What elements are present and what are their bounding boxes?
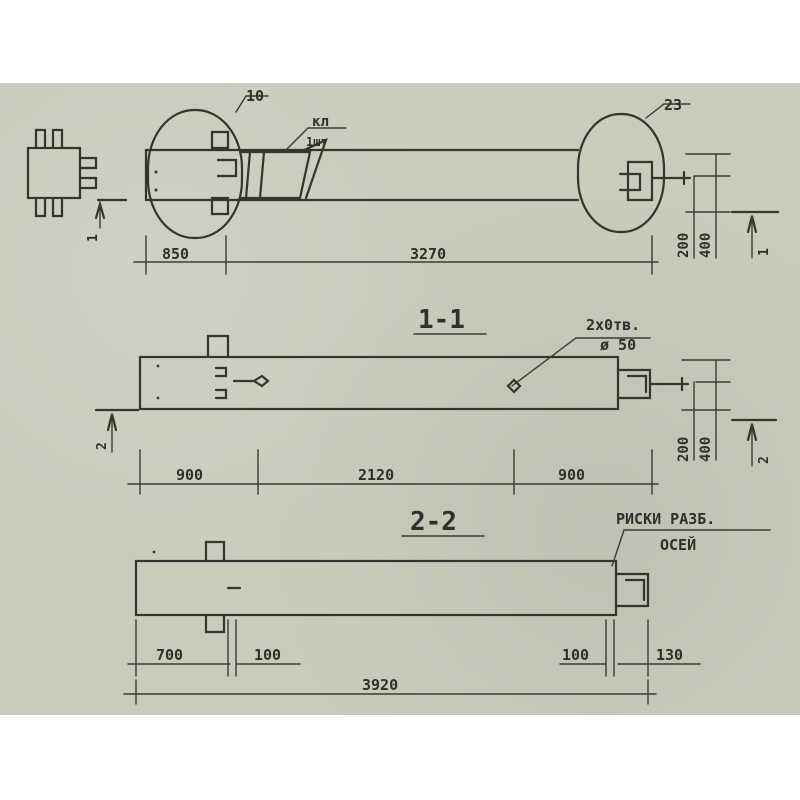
section-marker-2-right: 2 [757, 456, 772, 464]
dim-top-h1: 200 [676, 233, 692, 258]
section-2-2: 2-2 РИСКИ РАЗБ. ОСЕЙ 700 100 100 130 392… [123, 507, 771, 705]
dim-top-h2: 400 [698, 233, 714, 258]
dim-s1-c: 900 [558, 466, 585, 484]
dim-s1-a: 900 [176, 466, 203, 484]
section-marker-1-right: 1 [757, 248, 772, 256]
callout-23: 23 [664, 96, 682, 114]
callout-part: кл [312, 114, 329, 130]
note-line-1: РИСКИ РАЗБ. [616, 510, 715, 528]
top-view: 10 кл 1шт 23 200 400 1 850 3270 [133, 87, 780, 275]
dim-s2-total: 3920 [362, 676, 398, 694]
dim-s1-h2: 400 [698, 437, 714, 462]
callout-10: 10 [246, 87, 264, 105]
drawing-sheet [0, 83, 800, 715]
dim-s2-a: 700 [156, 646, 183, 664]
section-marker-1-left: 1 [86, 234, 101, 242]
holes-diameter: ø 50 [600, 336, 636, 354]
dim-top-a: 850 [162, 245, 189, 263]
end-view: 1 [26, 128, 128, 242]
dim-s1-b: 2120 [358, 466, 394, 484]
dim-s2-c: 100 [562, 646, 589, 664]
section-title-2-2: 2-2 [410, 507, 457, 537]
dim-top-b: 3270 [410, 245, 446, 263]
callout-part-qty: 1шт [306, 135, 328, 149]
holes-count: 2х0тв. [586, 316, 640, 334]
dim-s2-b: 100 [254, 646, 281, 664]
dim-s2-d: 130 [656, 646, 683, 664]
section-title-1-1: 1-1 [418, 305, 465, 335]
dim-s1-h1: 200 [676, 437, 692, 462]
note-line-2: ОСЕЙ [660, 535, 696, 554]
section-marker-2-left: 2 [95, 442, 110, 450]
section-1-1: 1-1 2х0тв. ø 50 200 400 2 2 900 2120 90 [94, 305, 778, 495]
